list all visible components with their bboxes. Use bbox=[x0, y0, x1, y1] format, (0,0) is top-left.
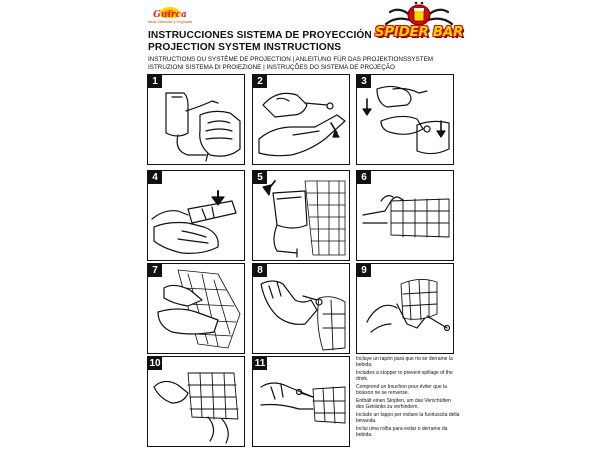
tube-insert-illustration bbox=[151, 190, 237, 254]
step-number-3: 3 bbox=[357, 75, 371, 88]
note-french: Comprend un bouchon pour éviter que la b… bbox=[356, 384, 447, 396]
spider-bar-logo: SPIDER BAR bbox=[374, 0, 464, 50]
spider-bar-wordmark: SPIDER BAR bbox=[374, 24, 464, 40]
step-number-1: 1 bbox=[148, 75, 162, 88]
title-spanish: INSTRUCCIONES SISTEMA DE PROYECCIÓN bbox=[148, 30, 372, 41]
note-spanish: Incluye un tapón para que no se derrame … bbox=[356, 356, 453, 368]
stopper-hands-illustration bbox=[362, 85, 450, 155]
step-number-10: 10 bbox=[148, 357, 162, 370]
glove-wrist-illustration bbox=[362, 195, 450, 238]
drink-bag-illustration bbox=[165, 92, 241, 162]
step-panel-2: 2 bbox=[252, 74, 350, 165]
step-panel-1: 1 bbox=[147, 74, 245, 165]
title-english: PROJECTION SYSTEM INSTRUCTIONS bbox=[148, 42, 342, 53]
hands-tube-illustration bbox=[258, 92, 346, 157]
step-number-9: 9 bbox=[357, 264, 371, 277]
step-number-6: 6 bbox=[357, 171, 371, 184]
stopper-notes: Incluye un tapón para que no se derrame … bbox=[356, 356, 460, 440]
subtitle-fr-de: INSTRUCTIONS DU SYSTÈME DE PROJECTION | … bbox=[148, 56, 434, 63]
step-panel-8: 8 bbox=[252, 263, 350, 354]
step-panel-3: 3 bbox=[356, 74, 454, 165]
finished-glove-illustration bbox=[366, 279, 451, 333]
bag-wrist-illustration bbox=[262, 180, 346, 258]
step-number-4: 4 bbox=[148, 171, 162, 184]
step-panel-5: 5 bbox=[252, 170, 350, 261]
guirca-tagline: Ideas Divertidas y Originales bbox=[147, 20, 193, 24]
step-panel-9: 9 bbox=[356, 263, 454, 354]
note-german: Enthält einen Stopfen, um das Verschütte… bbox=[356, 398, 451, 410]
step-panel-11: 11 bbox=[252, 356, 350, 447]
note-portuguese: Inclui uma rolha para evitar o derrame d… bbox=[356, 426, 448, 438]
step-number-5: 5 bbox=[253, 171, 267, 184]
guirca-logo: Guirca Ideas Divertidas y Originales bbox=[141, 4, 199, 26]
spider-icon bbox=[384, 1, 454, 26]
fold-sleeve-illustration bbox=[157, 269, 241, 349]
glove-tube-illustration bbox=[260, 280, 346, 351]
step-number-2: 2 bbox=[253, 75, 267, 88]
note-english: Includes a stopper to prevent spillage o… bbox=[356, 370, 453, 382]
bag-close-illustration bbox=[153, 372, 239, 444]
guirca-brand-name: Guirca bbox=[153, 10, 187, 20]
step-panel-10: 10 bbox=[147, 356, 245, 447]
guirca-burst-icon bbox=[160, 7, 180, 18]
step-panel-4: 4 bbox=[147, 170, 245, 261]
step-panel-7: 7 bbox=[147, 263, 245, 354]
note-italian: Include un tappo per evitare la fuoriusc… bbox=[356, 412, 460, 424]
step-panel-6: 6 bbox=[356, 170, 454, 261]
ready-glove-illustration bbox=[260, 382, 346, 424]
step-number-11: 11 bbox=[253, 357, 267, 370]
step-number-7: 7 bbox=[148, 264, 162, 277]
step-number-8: 8 bbox=[253, 264, 267, 277]
subtitle-it-pt: ISTRUZIONI SISTEMA DI PROIEZIONE | INSTR… bbox=[148, 64, 395, 71]
